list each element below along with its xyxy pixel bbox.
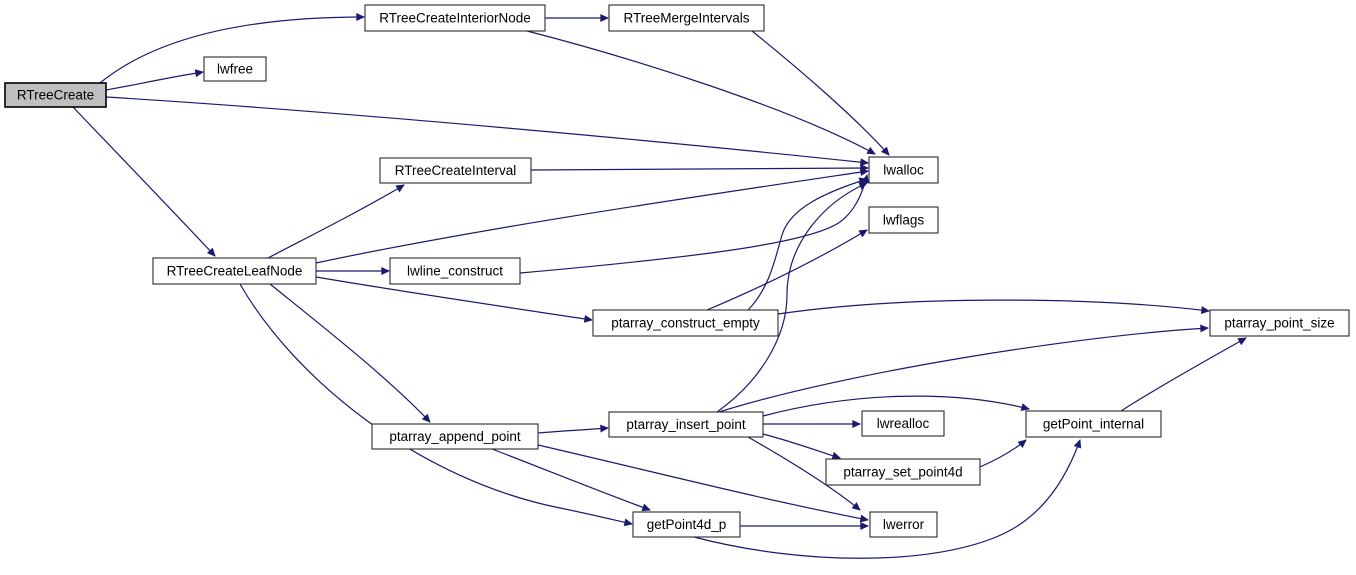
node-box-RTreeMergeIntervals[interactable] xyxy=(608,4,765,32)
node-box-lwalloc[interactable] xyxy=(868,156,939,184)
edge-RTreeCreate-to-lwalloc xyxy=(105,96,869,167)
node-box-ptarray_point_size[interactable] xyxy=(1209,309,1350,337)
node-ptarray_insert_point[interactable]: ptarray_insert_point xyxy=(608,411,764,438)
node-RTreeCreateInteriorNode[interactable]: RTreeCreateInteriorNode xyxy=(364,4,546,32)
edges-layer xyxy=(72,13,1247,559)
node-RTreeMergeIntervals[interactable]: RTreeMergeIntervals xyxy=(608,4,765,32)
node-label-RTreeCreateInteriorNode: RTreeCreateInteriorNode xyxy=(379,11,531,26)
edge-ptarray_append_point-to-getPoint4d_p xyxy=(491,448,651,512)
node-ptarray_construct_empty[interactable]: ptarray_construct_empty xyxy=(592,309,779,337)
node-RTreeCreateLeafNode[interactable]: RTreeCreateLeafNode xyxy=(152,257,317,285)
node-box-lwfree[interactable] xyxy=(203,56,267,82)
node-box-lwflags[interactable] xyxy=(868,206,939,234)
edge-getPoint_internal-to-ptarray_point_size xyxy=(1120,337,1247,412)
node-getPoint_internal[interactable]: getPoint_internal xyxy=(1025,410,1162,438)
edge-ptarray_append_point-to-ptarray_insert_point xyxy=(537,424,609,434)
edge-lwline_construct-to-lwalloc xyxy=(519,174,870,274)
node-label-ptarray_set_point4d: ptarray_set_point4d xyxy=(843,465,962,480)
node-label-ptarray_construct_empty: ptarray_construct_empty xyxy=(611,316,760,331)
node-lwline_construct[interactable]: lwline_construct xyxy=(389,257,521,285)
node-box-RTreeCreateLeafNode[interactable] xyxy=(152,257,317,285)
node-label-RTreeCreate: RTreeCreate xyxy=(17,88,94,103)
node-RTreeCreateInterval[interactable]: RTreeCreateInterval xyxy=(379,157,532,184)
edge-ptarray_construct_empty-to-ptarray_point_size xyxy=(777,299,1210,315)
node-box-ptarray_set_point4d[interactable] xyxy=(825,458,981,486)
node-box-RTreeCreateInteriorNode[interactable] xyxy=(364,4,546,32)
node-label-ptarray_insert_point: ptarray_insert_point xyxy=(626,417,746,432)
nodes-layer: RTreeCreate lwfree RTreeCreateInteriorNode… xyxy=(4,4,1350,538)
edge-RTreeCreateLeafNode-to-getPoint4d_p xyxy=(239,283,633,527)
edge-RTreeCreateLeafNode-to-ptarray_construct_empty xyxy=(315,276,593,323)
node-label-RTreeCreateInterval: RTreeCreateInterval xyxy=(395,163,517,178)
node-ptarray_set_point4d[interactable]: ptarray_set_point4d xyxy=(825,458,981,486)
node-box-RTreeCreate[interactable] xyxy=(4,82,107,108)
node-label-lwrealloc: lwrealloc xyxy=(877,416,930,431)
node-box-lwerror[interactable] xyxy=(869,511,938,538)
node-box-ptarray_construct_empty[interactable] xyxy=(592,309,779,337)
node-box-RTreeCreateInterval[interactable] xyxy=(379,157,532,184)
node-box-lwrealloc[interactable] xyxy=(861,410,945,437)
node-lwrealloc[interactable]: lwrealloc xyxy=(861,410,945,437)
node-lwflags[interactable]: lwflags xyxy=(868,206,939,234)
node-label-RTreeCreateLeafNode: RTreeCreateLeafNode xyxy=(167,264,303,279)
node-box-ptarray_append_point[interactable] xyxy=(371,423,539,450)
node-getPoint4d_p[interactable]: getPoint4d_p xyxy=(632,511,741,538)
node-label-ptarray_append_point: ptarray_append_point xyxy=(389,429,521,444)
node-ptarray_point_size[interactable]: ptarray_point_size xyxy=(1209,309,1350,337)
edge-ptarray_insert_point-to-getPoint_internal xyxy=(762,395,1030,417)
edge-RTreeCreate-to-RTreeCreateInteriorNode xyxy=(99,13,365,84)
edge-RTreeCreate-to-RTreeCreateLeafNode xyxy=(72,106,216,257)
node-label-lwalloc: lwalloc xyxy=(883,163,924,178)
node-box-lwline_construct[interactable] xyxy=(389,257,521,285)
edge-RTreeCreate-to-lwfree xyxy=(105,69,204,91)
node-label-getPoint_internal: getPoint_internal xyxy=(1043,417,1144,432)
node-ptarray_append_point[interactable]: ptarray_append_point xyxy=(371,423,539,450)
edge-ptarray_construct_empty-to-lwalloc xyxy=(747,177,868,311)
node-label-getPoint4d_p: getPoint4d_p xyxy=(647,517,727,532)
edge-RTreeMergeIntervals-to-lwalloc xyxy=(751,30,890,156)
node-box-getPoint_internal[interactable] xyxy=(1025,410,1162,438)
node-label-ptarray_point_size: ptarray_point_size xyxy=(1224,316,1334,331)
node-label-lwflags: lwflags xyxy=(883,213,925,228)
edge-ptarray_insert_point-to-lwerror xyxy=(747,436,861,511)
node-label-lwerror: lwerror xyxy=(883,517,925,532)
node-lwfree[interactable]: lwfree xyxy=(203,56,267,82)
node-lwerror[interactable]: lwerror xyxy=(869,511,938,538)
node-box-getPoint4d_p[interactable] xyxy=(632,511,741,538)
node-label-lwfree: lwfree xyxy=(217,62,253,77)
node-RTreeCreate[interactable]: RTreeCreate xyxy=(4,82,107,108)
edge-ptarray_insert_point-to-ptarray_set_point4d xyxy=(762,433,841,460)
edge-RTreeCreateLeafNode-to-lwalloc xyxy=(315,168,869,264)
edge-RTreeCreateInteriorNode-to-lwalloc xyxy=(526,30,876,155)
node-lwalloc[interactable]: lwalloc xyxy=(868,156,939,184)
edge-ptarray_append_point-to-lwerror xyxy=(537,444,869,523)
edge-ptarray_construct_empty-to-lwflags xyxy=(706,229,868,311)
edge-RTreeCreateLeafNode-to-ptarray_append_point xyxy=(269,283,431,423)
edge-getPoint4d_p-to-getPoint_internal xyxy=(693,439,1082,559)
node-label-lwline_construct: lwline_construct xyxy=(407,264,503,279)
edge-ptarray_insert_point-to-ptarray_point_size xyxy=(718,324,1209,413)
edge-RTreeCreateInterval-to-lwalloc xyxy=(530,164,869,173)
node-label-RTreeMergeIntervals: RTreeMergeIntervals xyxy=(623,11,749,26)
edge-ptarray_insert_point-to-lwalloc xyxy=(716,182,868,413)
node-box-ptarray_insert_point[interactable] xyxy=(608,411,764,438)
edge-RTreeCreateLeafNode-to-RTreeCreateInterval xyxy=(267,184,405,259)
edge-ptarray_set_point4d-to-getPoint_internal xyxy=(979,439,1027,468)
